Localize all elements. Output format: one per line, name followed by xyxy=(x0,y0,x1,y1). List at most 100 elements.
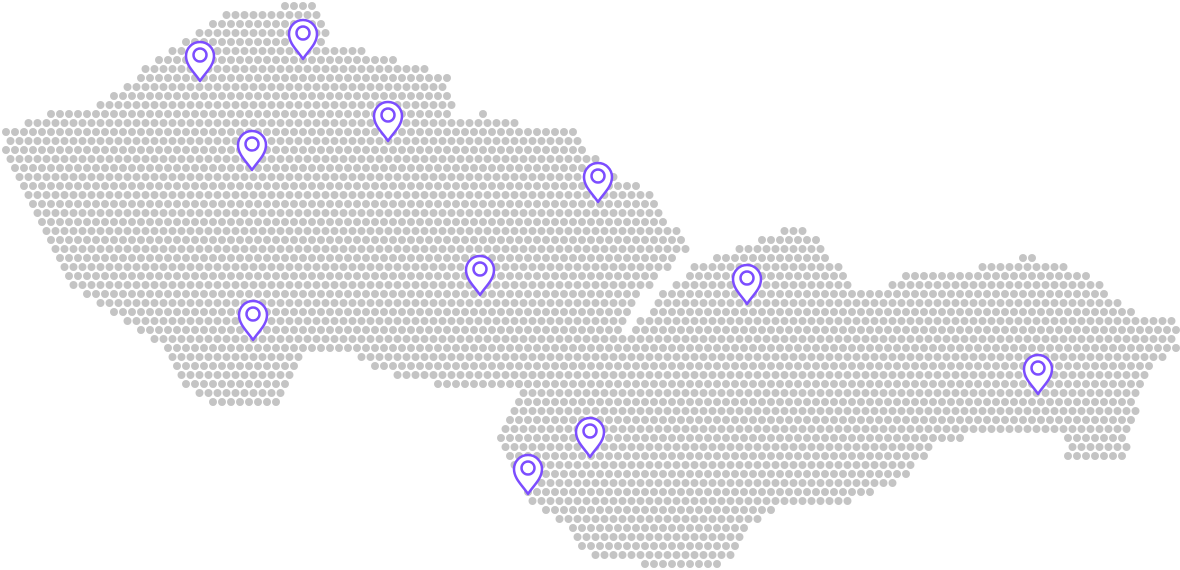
map-dot-cz xyxy=(551,236,559,244)
map-dot-cz xyxy=(681,245,690,253)
map-dot-cz xyxy=(650,200,658,208)
map-dot-cz xyxy=(398,326,406,334)
map-dot-cz xyxy=(411,119,420,127)
map-dot-cz xyxy=(132,227,141,235)
map-dot-cz xyxy=(348,263,357,271)
map-dot-cz xyxy=(110,200,118,208)
map-dot-cz xyxy=(74,272,82,280)
map-dot-sk xyxy=(677,542,685,550)
map-dot-cz xyxy=(357,173,366,181)
map-dot-sk xyxy=(632,524,640,532)
map-dot-sk xyxy=(672,335,681,343)
map-dot-cz xyxy=(447,245,456,253)
map-dot-sk xyxy=(825,263,834,271)
map-dot-cz xyxy=(258,281,267,289)
map-dot-cz xyxy=(533,344,541,352)
map-dot-sk xyxy=(506,452,514,460)
map-dot-cz xyxy=(321,191,330,199)
map-dot-sk xyxy=(960,371,969,379)
map-dot-cz xyxy=(555,155,564,163)
map-dot-sk xyxy=(623,398,631,406)
map-dot-cz xyxy=(452,218,460,226)
map-dot-cz xyxy=(528,209,537,217)
map-dot-cz xyxy=(74,182,82,190)
map-dot-cz xyxy=(182,110,190,118)
map-dot-sk xyxy=(686,326,694,334)
map-marker-icon[interactable] xyxy=(582,161,614,204)
map-dot-sk xyxy=(776,272,784,280)
map-dot-cz xyxy=(65,200,73,208)
map-dot-sk xyxy=(641,542,649,550)
map-dot-cz xyxy=(627,281,636,289)
map-dot-cz xyxy=(357,119,366,127)
map-dot-cz xyxy=(236,236,244,244)
map-dot-cz xyxy=(591,263,600,271)
map-dot-cz xyxy=(429,299,438,307)
map-dot-sk xyxy=(888,335,897,343)
map-marker-icon[interactable] xyxy=(464,254,496,297)
map-dot-cz xyxy=(69,245,78,253)
map-marker-icon[interactable] xyxy=(574,416,606,459)
map-dot-cz xyxy=(285,119,294,127)
region-czech-republic xyxy=(2,2,690,406)
map-dot-sk xyxy=(596,398,604,406)
map-dot-cz xyxy=(258,173,267,181)
map-dot-sk xyxy=(798,317,807,325)
map-marker-icon[interactable] xyxy=(731,263,763,306)
map-marker-icon[interactable] xyxy=(1022,353,1054,396)
map-dot-cz xyxy=(389,326,397,334)
map-dot-sk xyxy=(789,389,798,397)
map-dot-sk xyxy=(821,326,829,334)
map-dot-cz xyxy=(533,308,541,316)
map-dot-sk xyxy=(852,299,861,307)
map-dot-cz xyxy=(393,137,402,145)
map-dot-cz xyxy=(195,227,204,235)
map-dot-sk xyxy=(911,452,919,460)
map-marker-icon[interactable] xyxy=(236,129,268,172)
map-dot-cz xyxy=(375,335,384,343)
map-dot-sk xyxy=(1091,452,1099,460)
map-marker-icon[interactable] xyxy=(184,40,216,83)
map-dot-cz xyxy=(141,317,150,325)
map-dot-cz xyxy=(276,371,285,379)
map-dot-cz xyxy=(182,254,190,262)
map-marker-icon[interactable] xyxy=(372,100,404,143)
map-dot-cz xyxy=(132,119,141,127)
map-dot-sk xyxy=(582,371,591,379)
map-dot-sk xyxy=(834,263,843,271)
map-dot-sk xyxy=(542,506,550,514)
map-dot-cz xyxy=(321,173,330,181)
map-marker-icon[interactable] xyxy=(287,18,319,61)
map-dot-cz xyxy=(209,398,217,406)
map-dot-cz xyxy=(312,119,321,127)
map-dot-cz xyxy=(587,344,595,352)
map-dot-cz xyxy=(168,155,177,163)
map-dot-cz xyxy=(83,236,91,244)
map-dot-sk xyxy=(830,488,838,496)
map-dot-cz xyxy=(515,326,523,334)
map-dot-sk xyxy=(987,425,996,433)
map-dot-cz xyxy=(218,236,226,244)
map-dot-sk xyxy=(956,398,964,406)
map-dot-cz xyxy=(353,164,361,172)
map-dot-sk xyxy=(623,506,631,514)
map-dot-cz xyxy=(488,200,496,208)
map-dot-sk xyxy=(1028,416,1036,424)
map-dot-sk xyxy=(780,227,789,235)
map-dot-cz xyxy=(443,254,451,262)
map-dot-sk xyxy=(938,434,946,442)
map-dot-cz xyxy=(132,299,141,307)
map-dot-cz xyxy=(303,317,312,325)
map-marker-icon[interactable] xyxy=(512,453,544,496)
map-dot-cz xyxy=(402,119,411,127)
map-marker-icon[interactable] xyxy=(237,299,269,342)
map-dot-cz xyxy=(461,290,469,298)
map-dot-sk xyxy=(1100,434,1108,442)
map-dot-sk xyxy=(515,380,523,388)
map-dot-cz xyxy=(155,326,163,334)
map-dot-cz xyxy=(335,200,343,208)
map-dot-cz xyxy=(366,299,375,307)
map-dot-cz xyxy=(317,236,325,244)
map-dot-sk xyxy=(654,479,663,487)
map-dot-sk xyxy=(600,371,609,379)
